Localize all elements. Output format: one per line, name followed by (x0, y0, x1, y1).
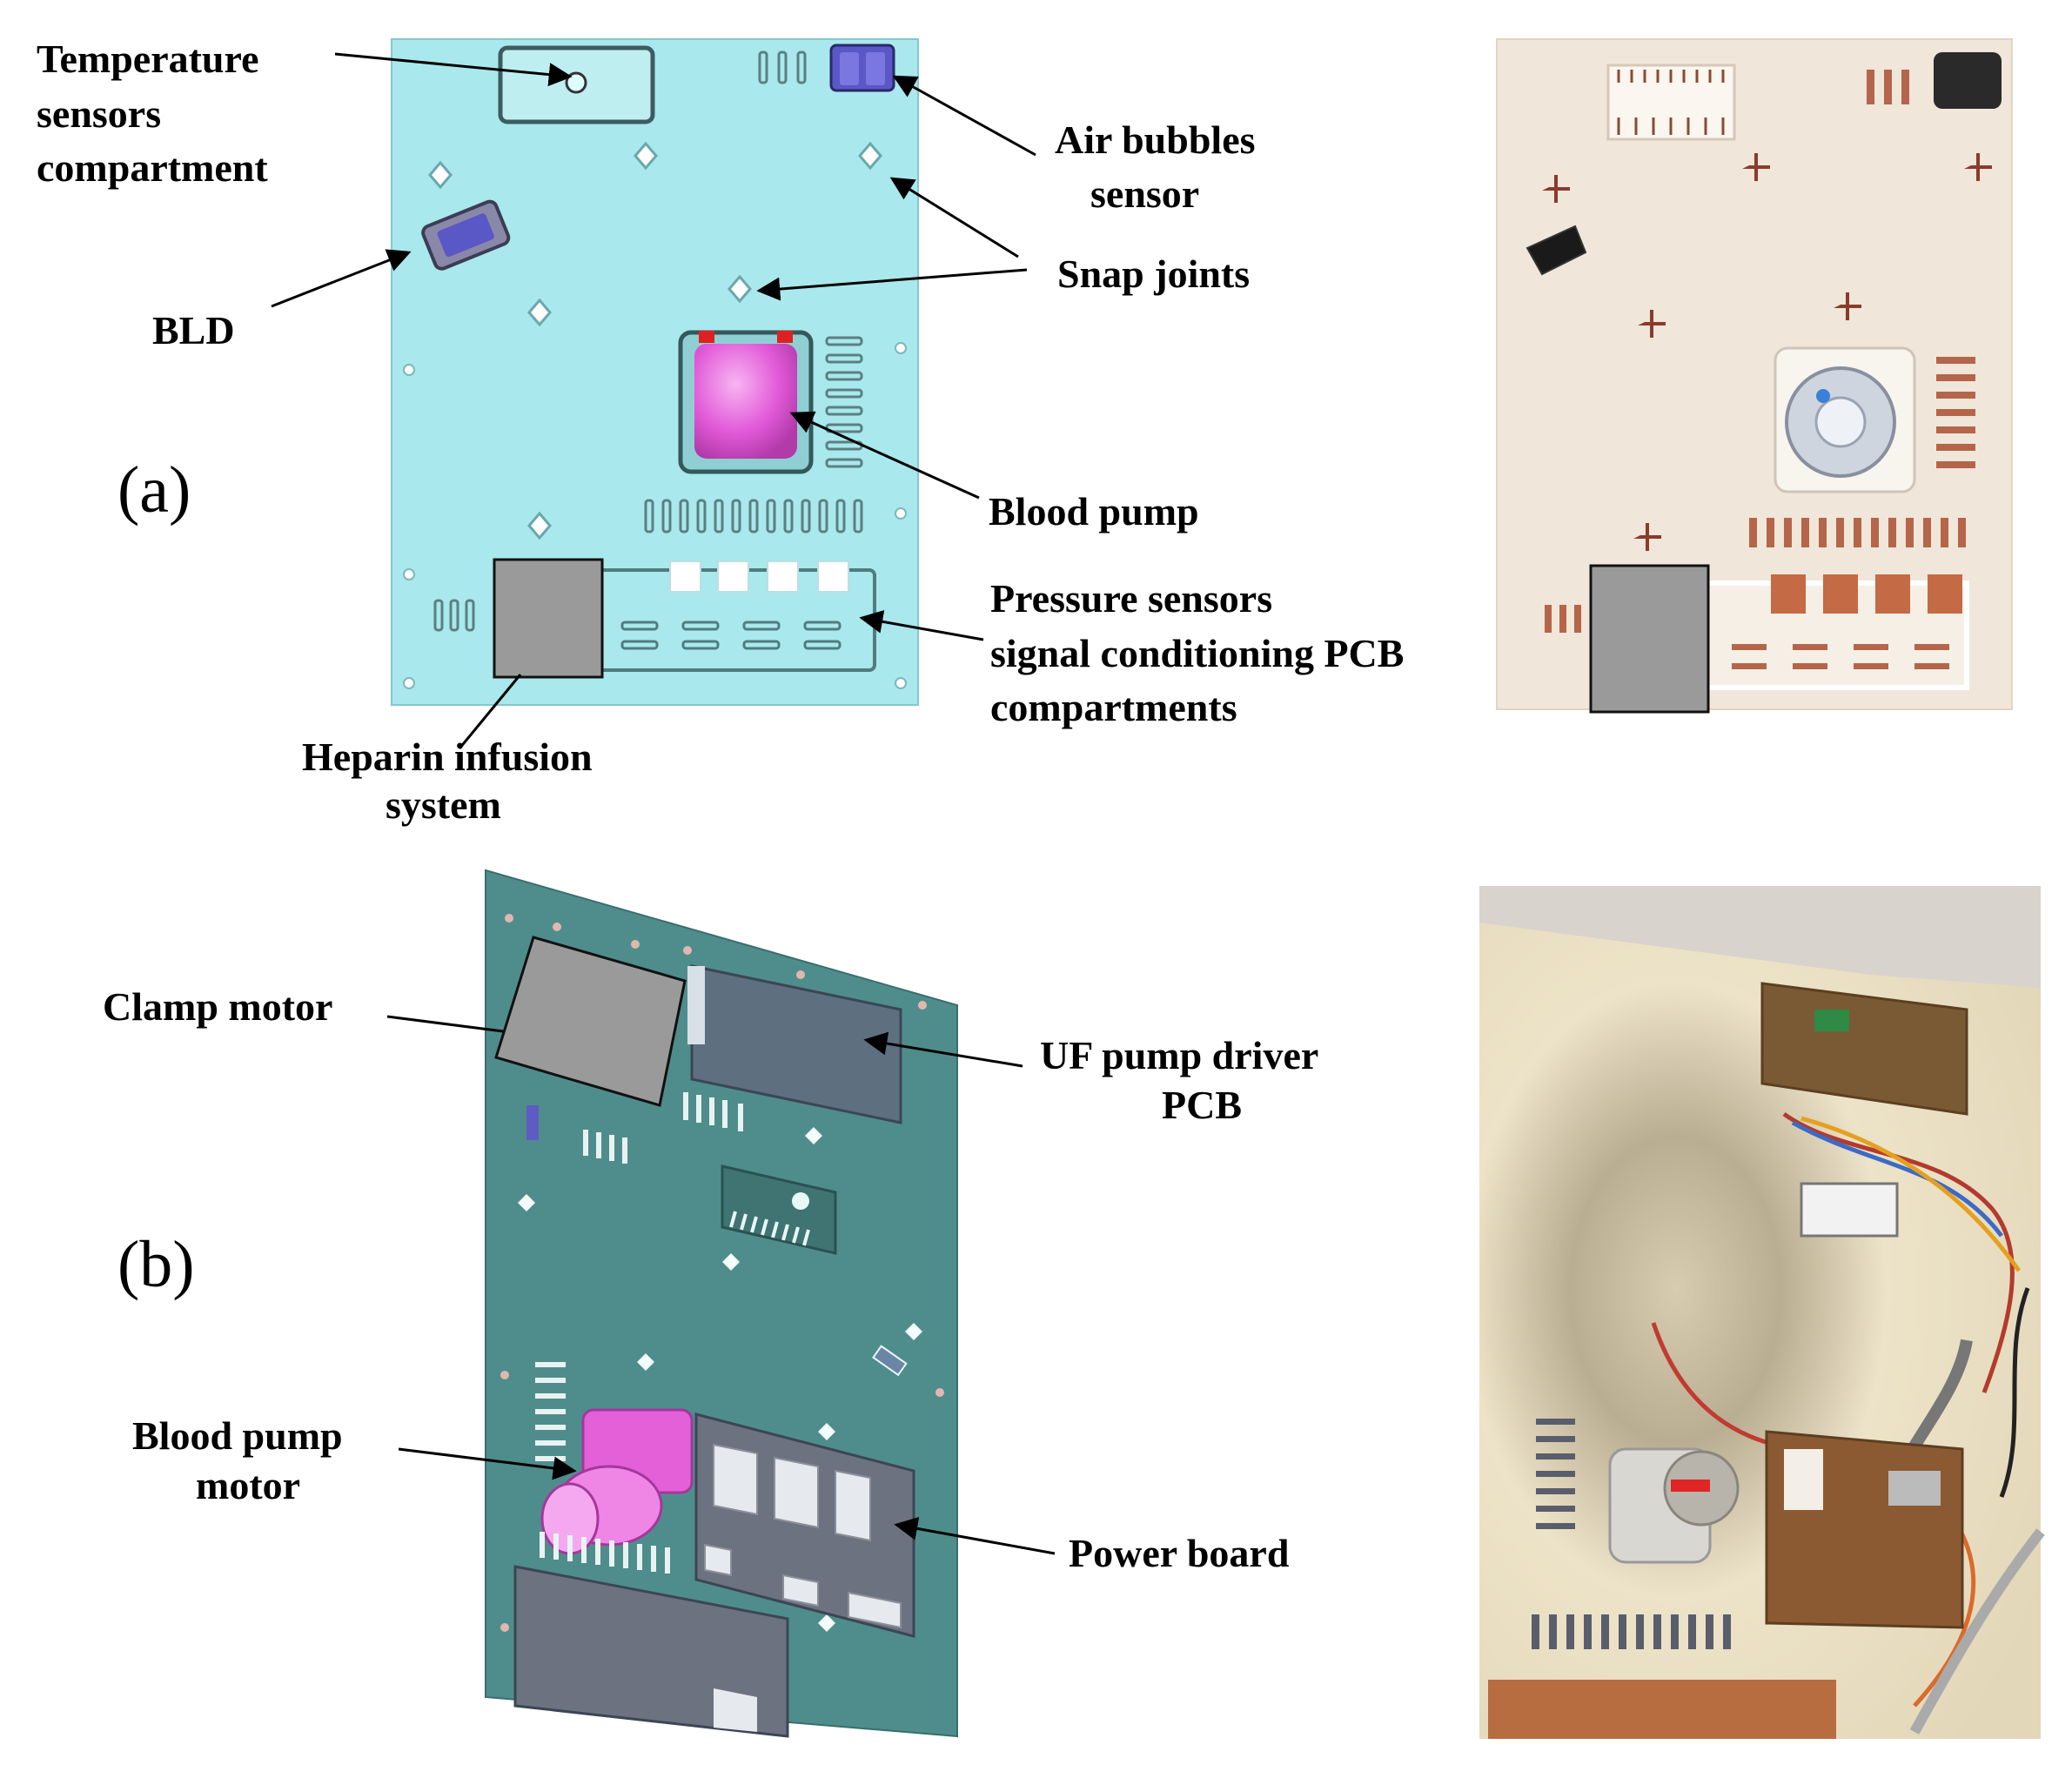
photo-top-vents (1867, 70, 1909, 104)
clamp-motor-redaction-box (494, 936, 687, 1107)
photo-side-vents-b (1536, 1419, 1575, 1529)
leader-power-board (894, 1517, 1056, 1555)
air-bubbles-sensor-shape (829, 44, 895, 92)
leader-clamp-motor (386, 1015, 504, 1033)
panel-b-snap-joints (518, 1127, 922, 1632)
label-blood-pump-motor-1: Blood pump (132, 1413, 343, 1458)
label-temperature-3: compartment (37, 145, 268, 190)
photo-uf-board (1760, 982, 1968, 1116)
photo-air-bubbles-sensor (1934, 52, 2002, 109)
leader-lines (271, 52, 1056, 1555)
photo-power-board (1765, 1430, 1964, 1629)
label-air-bubbles-1: Air bubbles (1055, 117, 1256, 162)
photo-lower-vents (1532, 1614, 1731, 1649)
label-blood-pump-motor-2: motor (196, 1463, 300, 1507)
blood-pump-shape (678, 330, 814, 474)
panel-b-label: (b) (117, 1228, 195, 1301)
label-pressure-1: Pressure sensors (990, 576, 1272, 621)
labels: (a) (b) Temperature sensors compartment … (37, 37, 1404, 1575)
screw-holes-a (403, 342, 907, 689)
top-vents (758, 50, 807, 84)
label-snap-joints: Snap joints (1057, 252, 1250, 296)
snap-joints-a (428, 141, 882, 540)
label-temperature-1: Temperature (37, 37, 259, 81)
panel-b-photo (1479, 886, 2045, 1739)
leader-temperature (334, 52, 573, 87)
label-heparin-1: Heparin infusion (302, 735, 593, 779)
middle-vent-row (644, 499, 863, 533)
photo-snap-joints (1542, 153, 1992, 551)
label-clamp-motor: Clamp motor (103, 984, 332, 1029)
panel-b-screws (500, 914, 944, 1632)
label-heparin-2: system (386, 782, 501, 827)
photo-pressure-compartments (1703, 574, 1969, 690)
label-uf-pump-2: PCB (1162, 1083, 1242, 1127)
panel-b-cad-drawing (485, 869, 958, 1738)
label-bld: BLD (152, 308, 235, 352)
photo-connector (1800, 1182, 1899, 1238)
leader-heparin (458, 674, 522, 749)
panel-a-cad-drawing (391, 38, 919, 706)
pump-side-vents (825, 336, 863, 468)
leader-blood-pump (789, 411, 980, 500)
panel-b-side-vents (535, 1362, 566, 1461)
photo-temperature-compartment (1606, 64, 1736, 141)
label-air-bubbles-2: sensor (1090, 171, 1199, 216)
label-pressure-3: compartments (990, 685, 1237, 729)
photo-blood-pump-motor (1608, 1447, 1740, 1564)
photo-blood-pump (1774, 346, 1916, 493)
leader-bld (271, 249, 412, 308)
bld-shape (421, 199, 511, 271)
panel-b-bottom-vents (540, 1532, 670, 1574)
photo-bottom-pcb (1488, 1680, 1836, 1739)
panel-a-label: (a) (117, 453, 191, 527)
left-lower-vents (433, 599, 475, 632)
leader-blood-pump-motor (398, 1447, 577, 1480)
temperature-compartment-shape (498, 45, 655, 124)
leader-pressure (859, 609, 984, 641)
label-pressure-2: signal conditioning PCB (990, 631, 1404, 675)
leader-air-bubbles (892, 75, 1036, 157)
leader-snap-joints-1 (889, 177, 1019, 258)
panel-a-photo (1496, 38, 2013, 714)
photo-bld (1526, 225, 1587, 276)
label-blood-pump: Blood pump (989, 489, 1199, 533)
photo-side-vents (1936, 357, 1975, 468)
heparin-redaction-box-a-photo (1589, 564, 1710, 714)
leader-uf-pump (863, 1031, 1023, 1068)
label-power-board: Power board (1069, 1531, 1290, 1575)
heparin-redaction-box-a-cad (493, 558, 604, 679)
label-uf-pump-1: UF pump driver (1040, 1033, 1318, 1077)
photo-vent-row (1749, 518, 1966, 547)
leader-snap-joints-2 (756, 268, 1028, 301)
label-temperature-2: sensors (37, 91, 161, 136)
panel-b-temp-compartment (721, 1164, 837, 1255)
panel-b-bld-small (872, 1345, 908, 1377)
photo-left-vents (1545, 605, 1581, 633)
panel-b-vents-1 (583, 1092, 743, 1164)
panel-b-clip (526, 1105, 539, 1140)
